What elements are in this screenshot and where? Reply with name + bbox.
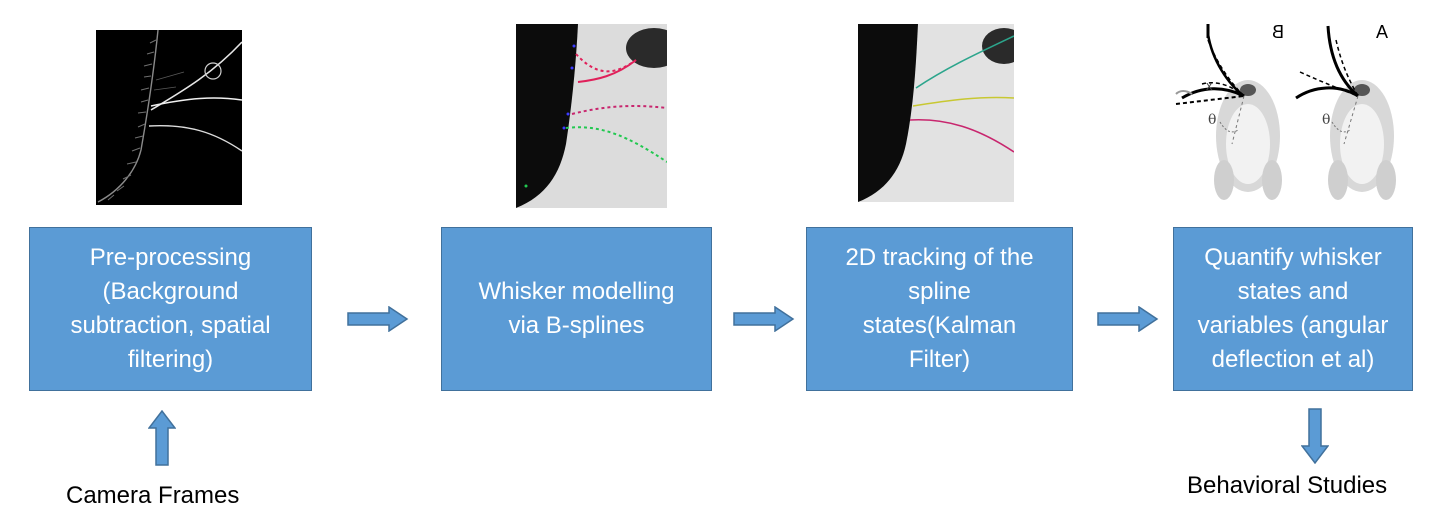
up-arrow-input bbox=[148, 410, 176, 466]
camera-frames-label: Camera Frames bbox=[66, 482, 240, 509]
right-arrow-1 bbox=[347, 306, 409, 332]
theta-symbol-right: θ bbox=[1322, 112, 1330, 128]
theta-symbol-left: θ bbox=[1208, 112, 1216, 128]
x-axis-symbol: x bbox=[1206, 78, 1213, 93]
mouse-head-right bbox=[1328, 80, 1396, 200]
tracking-frame-image bbox=[858, 24, 1014, 202]
right-arrow-3 bbox=[1097, 306, 1159, 332]
behavioral-studies-label: Behavioral Studies bbox=[1187, 472, 1388, 499]
panel-letter-b: B bbox=[1272, 22, 1284, 42]
preprocessing-step-box: Pre-processing (Background subtraction, … bbox=[29, 227, 312, 391]
bspline-model-image bbox=[516, 24, 667, 208]
kalman-tracking-step-box: 2D tracking of the spline states(Kalman … bbox=[806, 227, 1073, 391]
panel-letter-a: A bbox=[1376, 22, 1388, 42]
bspline-modelling-step-box: Whisker modelling via B-splines bbox=[441, 227, 712, 391]
angular-deflection-image: θ x B θ A bbox=[1172, 20, 1408, 208]
quantify-whisker-step-box: Quantify whisker states and variables (a… bbox=[1173, 227, 1413, 391]
down-arrow-output bbox=[1301, 408, 1329, 464]
mouse-head-left bbox=[1214, 80, 1282, 200]
right-arrow-2 bbox=[733, 306, 795, 332]
preprocessed-frame-image bbox=[96, 30, 242, 205]
